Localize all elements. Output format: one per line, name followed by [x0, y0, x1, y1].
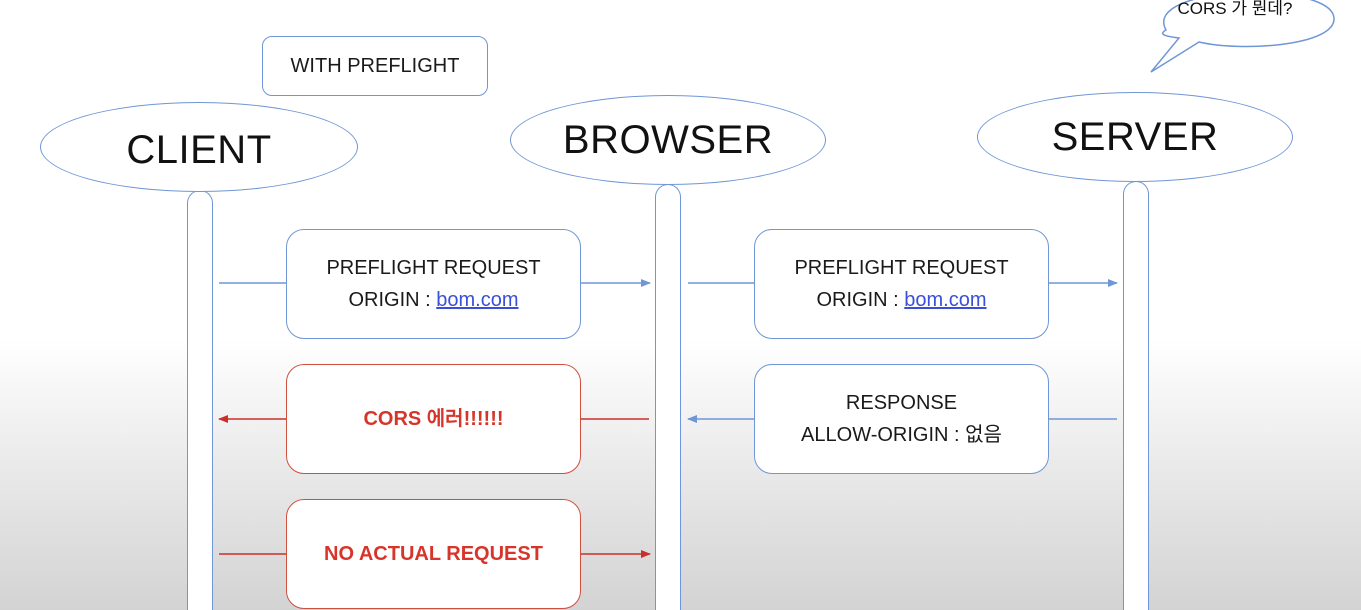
cors-error-text: CORS 에러!!!!!!: [363, 408, 504, 430]
with-preflight-label: WITH PREFLIGHT: [290, 54, 460, 77]
client-label: CLIENT: [126, 127, 272, 172]
no-actual-request-text: NO ACTUAL REQUEST: [324, 543, 543, 565]
server-actor: SERVER: [977, 92, 1293, 182]
server-response-title: RESPONSE: [845, 392, 958, 414]
cors-error-box: CORS 에러!!!!!!: [286, 364, 581, 474]
browser-label: BROWSER: [562, 117, 774, 162]
no-actual-request-box: NO ACTUAL REQUEST: [286, 499, 581, 609]
browser-lifeline: [655, 184, 681, 610]
client-preflight-request-box: PREFLIGHT REQUEST ORIGIN : bom.com: [286, 229, 581, 339]
client-preflight-origin-link[interactable]: bom.com: [436, 289, 519, 311]
client-preflight-origin-prefix: ORIGIN :: [348, 289, 437, 311]
browser-preflight-title: PREFLIGHT REQUEST: [794, 257, 1009, 279]
browser-preflight-origin-prefix: ORIGIN :: [816, 289, 905, 311]
speech-bubble-text: CORS 가 뭔데?: [1177, 0, 1293, 18]
server-response-allow-origin: ALLOW-ORIGIN : 없음: [801, 424, 1002, 446]
client-lifeline: [187, 190, 213, 610]
browser-preflight-origin: ORIGIN : bom.com: [816, 284, 986, 316]
client-preflight-origin: ORIGIN : bom.com: [348, 284, 518, 316]
server-response-box: RESPONSE ALLOW-ORIGIN : 없음: [754, 364, 1049, 474]
client-preflight-title: PREFLIGHT REQUEST: [326, 257, 541, 279]
server-label: SERVER: [1051, 114, 1219, 159]
browser-preflight-request-box: PREFLIGHT REQUEST ORIGIN : bom.com: [754, 229, 1049, 339]
speech-bubble: [1150, 0, 1335, 73]
browser-actor: BROWSER: [510, 95, 826, 185]
browser-preflight-origin-link[interactable]: bom.com: [904, 289, 987, 311]
with-preflight-tag: WITH PREFLIGHT: [262, 36, 488, 96]
client-actor: CLIENT: [40, 102, 358, 192]
